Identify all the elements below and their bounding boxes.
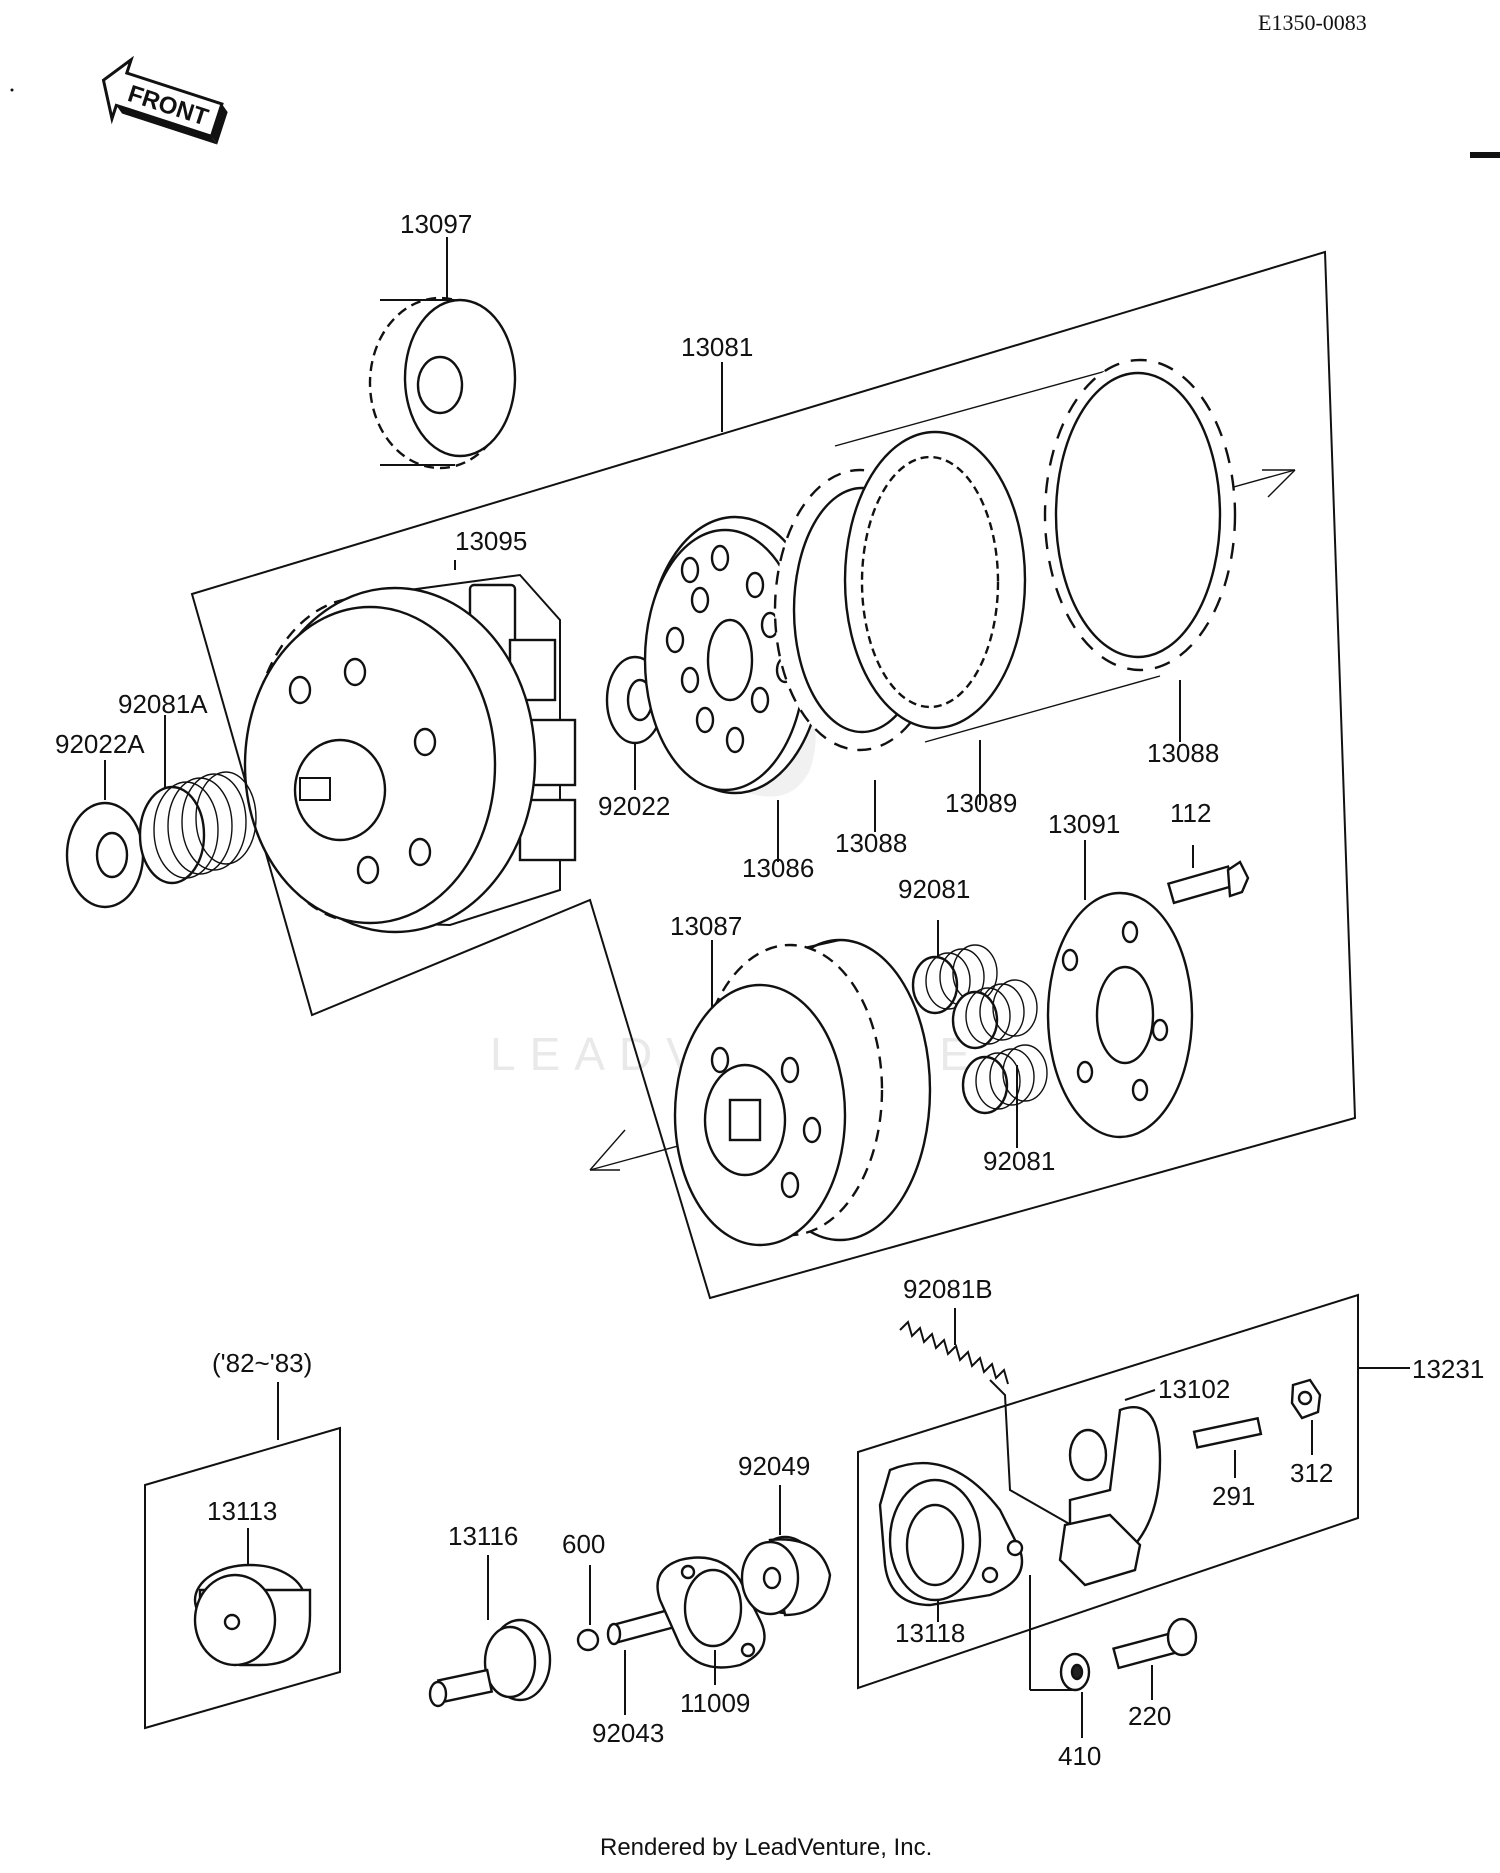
pin-92043 bbox=[606, 1608, 675, 1646]
clutch-springs-92081 bbox=[911, 944, 1048, 1115]
diagram-code: E1350-0083 bbox=[1258, 10, 1367, 35]
footer-credit: Rendered by LeadVenture, Inc. bbox=[600, 1834, 932, 1861]
label-13118: 13118 bbox=[895, 1618, 965, 1648]
label-92022A: 92022A bbox=[55, 729, 145, 759]
year-note: ('82~'83) bbox=[212, 1348, 312, 1378]
label-13089: 13089 bbox=[945, 788, 1017, 818]
label-600: 600 bbox=[562, 1529, 605, 1559]
variant-panel bbox=[144, 1426, 341, 1730]
seal-92049 bbox=[740, 1535, 832, 1617]
label-291: 291 bbox=[1212, 1481, 1255, 1511]
spring-92081B bbox=[899, 1320, 1081, 1531]
cap-13113 bbox=[193, 1563, 312, 1667]
steel-plate-13089 bbox=[843, 430, 1027, 730]
screw-291 bbox=[1192, 1416, 1263, 1449]
ball-600 bbox=[576, 1628, 600, 1652]
scan-dot bbox=[10, 88, 14, 92]
label-92081-top: 92081 bbox=[898, 874, 970, 904]
gasket-11009 bbox=[656, 1556, 766, 1669]
page-edge-mark bbox=[1470, 152, 1500, 158]
label-92081B: 92081B bbox=[903, 1274, 993, 1304]
label-13088-inner: 13088 bbox=[835, 828, 907, 858]
label-13081: 13081 bbox=[681, 332, 753, 362]
label-13088-outer: 13088 bbox=[1147, 738, 1219, 768]
lever-13102 bbox=[1058, 1406, 1162, 1587]
washer-410 bbox=[1059, 1652, 1091, 1692]
label-13095: 13095 bbox=[455, 526, 527, 556]
label-220: 220 bbox=[1128, 1701, 1171, 1731]
bolt-112 bbox=[1166, 860, 1250, 905]
nut-312 bbox=[1290, 1378, 1322, 1420]
label-92043: 92043 bbox=[592, 1718, 664, 1748]
release-assembly-panel bbox=[857, 1293, 1359, 1690]
label-13116: 13116 bbox=[448, 1521, 518, 1551]
label-92022: 92022 bbox=[598, 791, 670, 821]
label-410: 410 bbox=[1058, 1741, 1101, 1771]
label-13087: 13087 bbox=[670, 911, 742, 941]
label-13102: 13102 bbox=[1158, 1374, 1230, 1404]
clutch-assembly-panel bbox=[190, 250, 1357, 1300]
spring-plate-13091 bbox=[1046, 891, 1194, 1139]
friction-plate-13088-outer bbox=[1043, 358, 1237, 672]
bolt-220 bbox=[1112, 1617, 1198, 1670]
label-92081A: 92081A bbox=[118, 689, 208, 719]
washer-92022A bbox=[65, 801, 145, 909]
clutch-housing-13095 bbox=[243, 573, 577, 934]
label-13097: 13097 bbox=[400, 209, 472, 239]
label-13113: 13113 bbox=[207, 1496, 277, 1526]
label-13086: 13086 bbox=[742, 853, 814, 883]
label-11009: 11009 bbox=[680, 1688, 750, 1718]
label-92049: 92049 bbox=[738, 1451, 810, 1481]
label-312: 312 bbox=[1290, 1458, 1333, 1488]
label-13231: 13231 bbox=[1412, 1354, 1484, 1384]
label-112: 112 bbox=[1170, 798, 1211, 828]
push-rod-13116 bbox=[428, 1618, 552, 1708]
label-92081-bottom: 92081 bbox=[983, 1146, 1055, 1176]
clutch-gear-13087 bbox=[673, 938, 932, 1247]
release-cam-13118 bbox=[878, 1461, 1024, 1607]
spring-92081A bbox=[138, 771, 257, 885]
front-arrow-icon: FRONT bbox=[101, 55, 228, 145]
label-13091: 13091 bbox=[1048, 809, 1120, 839]
sprocket-13097 bbox=[368, 296, 517, 470]
